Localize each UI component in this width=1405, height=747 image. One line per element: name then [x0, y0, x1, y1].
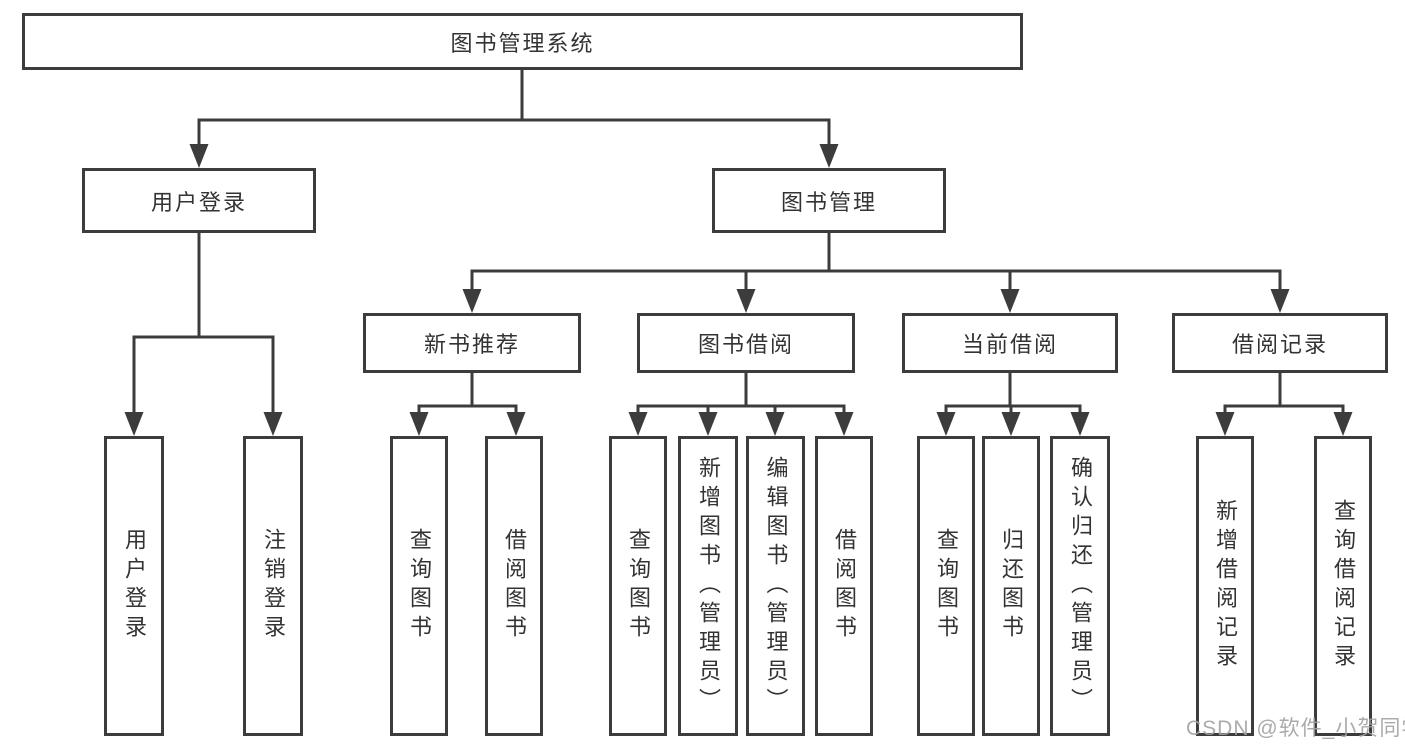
node-new-book-recommend: 新书推荐	[363, 313, 581, 373]
leaf-return-book: 归还图书	[982, 436, 1040, 736]
node-borrow-records: 借阅记录	[1172, 313, 1388, 373]
node-label: 查询图书	[934, 528, 959, 644]
node-label: 查询图书	[407, 528, 432, 644]
leaf-borrow-book: 借阅图书	[815, 436, 873, 736]
node-current-borrow: 当前借阅	[902, 313, 1118, 373]
node-book-management: 图书管理	[712, 168, 946, 233]
node-label: 用户登录	[122, 528, 147, 644]
node-user-login: 用户登录	[82, 168, 316, 233]
node-label: 图书管理	[780, 189, 877, 215]
leaf-query-borrow-record: 查询借阅记录	[1314, 436, 1372, 736]
node-label: 归还图书	[999, 528, 1024, 644]
leaf-confirm-return-admin: 确认归还（管理员）	[1050, 436, 1110, 736]
node-label: 编辑图书（管理员）	[763, 455, 789, 717]
node-label: 查询图书	[626, 528, 651, 644]
node-label: 新增借阅记录	[1213, 499, 1238, 673]
node-label: 查询借阅记录	[1331, 499, 1356, 673]
node-label: 当前借阅	[961, 332, 1058, 357]
node-label: 用户登录	[150, 189, 247, 215]
node-root-book-management-system: 图书管理系统	[22, 13, 1023, 70]
leaf-query-book-recommend: 查询图书	[390, 436, 448, 736]
node-label: 借阅记录	[1231, 332, 1328, 357]
node-label: 新增图书（管理员）	[696, 455, 721, 717]
node-label: 图书借阅	[697, 332, 794, 357]
csdn-watermark: CSDN @软件_小贺同学	[1186, 717, 1405, 740]
leaf-query-book-current: 查询图书	[917, 436, 975, 736]
leaf-query-book-borrow: 查询图书	[609, 436, 667, 736]
leaf-add-borrow-record: 新增借阅记录	[1196, 436, 1254, 736]
node-label: 确认归还（管理员）	[1068, 455, 1093, 717]
leaf-add-book-admin: 新增图书（管理员）	[678, 436, 738, 736]
leaf-edit-book-admin: 编辑图书（管理员）	[746, 436, 805, 736]
node-book-borrow: 图书借阅	[637, 313, 855, 373]
leaf-borrow-book-recommend: 借阅图书	[485, 436, 543, 736]
node-label: 借阅图书	[502, 528, 527, 644]
node-label: 借阅图书	[832, 528, 857, 644]
node-label: 注销登录	[261, 528, 286, 644]
node-label: 图书管理系统	[450, 30, 595, 56]
leaf-logout: 注销登录	[243, 436, 303, 736]
leaf-user-login: 用户登录	[104, 436, 164, 736]
node-label: 新书推荐	[423, 332, 520, 357]
